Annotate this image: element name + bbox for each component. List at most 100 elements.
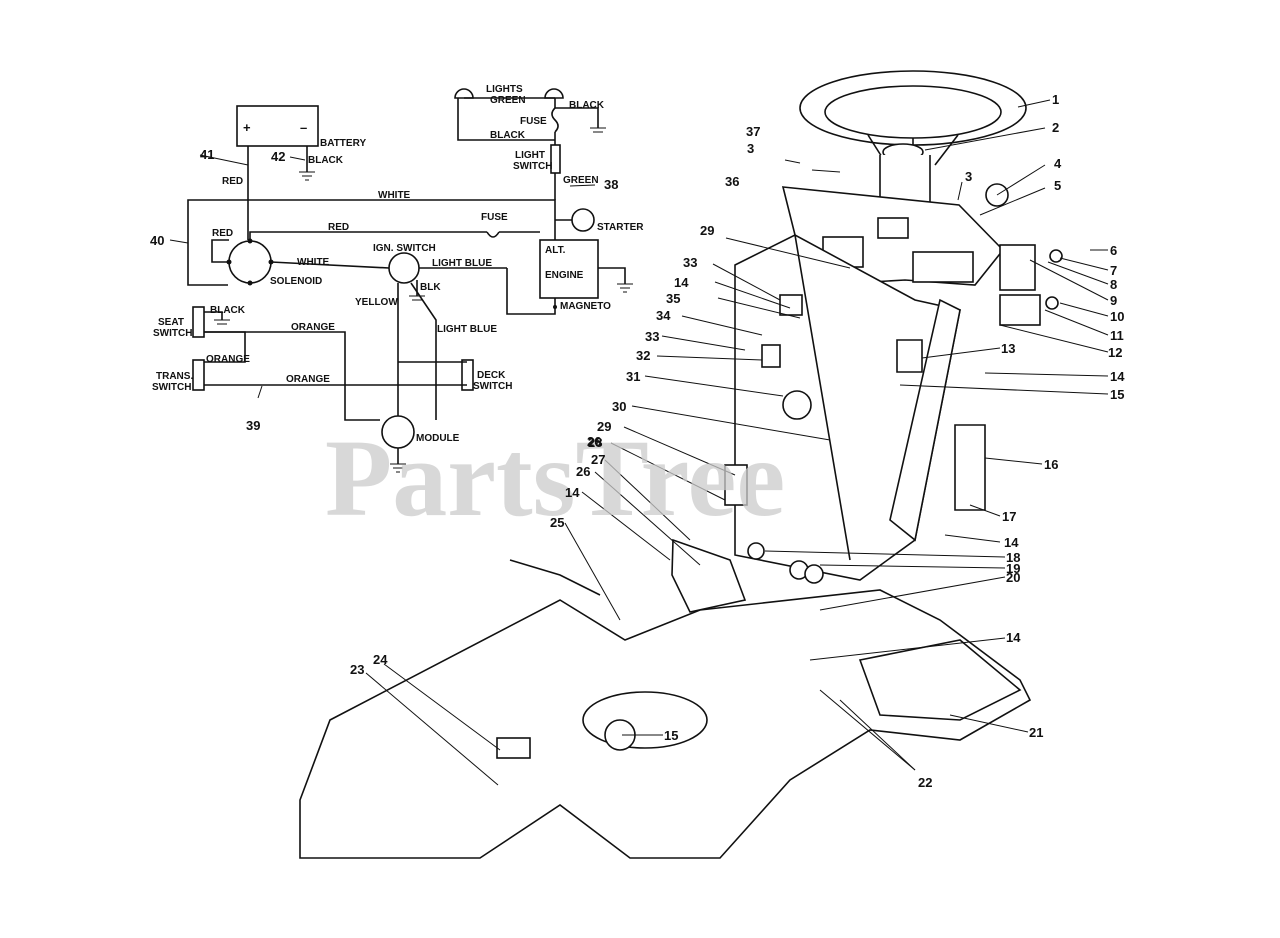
callouts: 1 2 37 3 4 3 36 5 29 6 33 7 14 8 35 9 34… xyxy=(150,92,1125,790)
ign-switch-label: IGN. SWITCH xyxy=(373,243,436,254)
wire-black-seat: BLACK xyxy=(210,305,246,316)
control-knob[interactable] xyxy=(779,294,803,316)
alt-label: ALT. xyxy=(545,245,566,256)
callout-14c: 14 xyxy=(565,485,580,500)
lights-label: LIGHTS xyxy=(486,84,523,95)
callout-9: 9 xyxy=(1110,293,1117,308)
battery-plus: + xyxy=(243,120,251,135)
callout-7: 7 xyxy=(1110,263,1117,278)
wiring-schematic: + – BATTERY BLACK RED WHITE SOLENOID RED… xyxy=(152,84,644,473)
solenoid-label: SOLENOID xyxy=(270,276,322,287)
callout-37: 37 xyxy=(746,124,760,139)
wire-red-2: RED xyxy=(212,228,233,239)
leader-lines xyxy=(169,99,1109,786)
callout-23: 23 xyxy=(350,662,364,677)
callout-26a: 26 xyxy=(576,464,590,479)
wire-blk: BLK xyxy=(420,282,441,293)
trans-switch-symbol xyxy=(192,359,205,391)
callout-41: 41 xyxy=(200,147,214,162)
battery-label: BATTERY xyxy=(320,138,366,149)
starter-symbol xyxy=(571,208,595,232)
seat-switch-symbol xyxy=(192,306,205,338)
callout-22: 22 xyxy=(918,775,932,790)
callout-35: 35 xyxy=(666,291,680,306)
deck-switch-symbol xyxy=(461,359,474,391)
wire-green-switch: GREEN xyxy=(563,175,599,186)
module-label: MODULE xyxy=(416,433,460,444)
ign-switch-symbol xyxy=(388,252,420,284)
callout-33b: 33 xyxy=(645,329,659,344)
callout-14a: 14 xyxy=(674,275,689,290)
wire-black-battery: BLACK xyxy=(308,155,344,166)
wire-black-lights-2: BLACK xyxy=(569,100,605,111)
wire-white-top: WHITE xyxy=(378,190,411,201)
callout-25: 25 xyxy=(550,515,564,530)
solenoid-symbol xyxy=(228,240,272,284)
deck-switch-label-2: SWITCH xyxy=(473,381,512,392)
callout-31: 31 xyxy=(626,369,640,384)
wire-light-blue-1: LIGHT BLUE xyxy=(432,258,492,269)
callout-29a: 29 xyxy=(700,223,714,238)
callout-6: 6 xyxy=(1110,243,1117,258)
wire-white-solenoid: WHITE xyxy=(297,257,330,268)
callout-3a: 3 xyxy=(747,141,754,156)
watermark: PartsTree xyxy=(325,417,785,539)
callout-16: 16 xyxy=(1044,457,1058,472)
callout-28: 28 xyxy=(588,435,602,450)
wire-orange-3: ORANGE xyxy=(286,374,330,385)
callout-27: 27 xyxy=(591,452,605,467)
callout-1: 1 xyxy=(1052,92,1059,107)
callout-32: 32 xyxy=(636,348,650,363)
callout-2: 2 xyxy=(1052,120,1059,135)
callout-10: 10 xyxy=(1110,309,1124,324)
callout-36: 36 xyxy=(725,174,739,189)
callout-3b: 3 xyxy=(965,169,972,184)
callout-29b: 29 xyxy=(597,419,611,434)
callout-5: 5 xyxy=(1054,178,1061,193)
callout-15a: 15 xyxy=(1110,387,1124,402)
callout-30: 30 xyxy=(612,399,626,414)
seat-switch-label-1: SEAT xyxy=(158,317,184,328)
callout-4: 4 xyxy=(1054,156,1062,171)
callout-8: 8 xyxy=(1110,277,1117,292)
engine-box xyxy=(539,239,599,299)
callout-12: 12 xyxy=(1108,345,1122,360)
callout-15b: 15 xyxy=(664,728,678,743)
callout-21: 21 xyxy=(1029,725,1043,740)
wire-green-lights: GREEN xyxy=(490,95,526,106)
callout-14b: 14 xyxy=(1110,369,1125,384)
battery-minus: – xyxy=(300,120,307,135)
wire-black-lights: BLACK xyxy=(490,130,526,141)
engine-label: ENGINE xyxy=(545,270,584,281)
callout-33a: 33 xyxy=(683,255,697,270)
wire-orange-1: ORANGE xyxy=(291,322,335,333)
callout-39: 39 xyxy=(246,418,260,433)
wire-light-blue-2: LIGHT BLUE xyxy=(437,324,497,335)
callout-11: 11 xyxy=(1110,328,1124,343)
battery-symbol xyxy=(236,105,319,147)
callout-42: 42 xyxy=(271,149,285,164)
trans-switch-label-2: SWITCH xyxy=(152,382,191,393)
trans-switch-label-1: TRANS. xyxy=(156,371,193,382)
light-switch-label-2: SWITCH xyxy=(513,161,552,172)
callout-34: 34 xyxy=(656,308,671,323)
steering-wheel[interactable] xyxy=(799,70,1027,146)
callout-24: 24 xyxy=(373,652,388,667)
wire-red-3: RED xyxy=(328,222,349,233)
fuse-label-2: FUSE xyxy=(481,212,508,223)
wire-orange-2: ORANGE xyxy=(206,354,250,365)
magneto-label: MAGNETO xyxy=(560,301,611,312)
callout-14d: 14 xyxy=(1004,535,1019,550)
callout-18: 18 xyxy=(1006,550,1020,565)
deck-switch-label-1: DECK xyxy=(477,370,506,381)
light-switch-label-1: LIGHT xyxy=(515,150,545,161)
seat-switch-label-2: SWITCH xyxy=(153,328,192,339)
wire-red-1: RED xyxy=(222,176,243,187)
exploded-view xyxy=(169,70,1109,859)
callout-17: 17 xyxy=(1002,509,1016,524)
callout-26b: 26 xyxy=(587,434,601,449)
starter-label: STARTER xyxy=(597,222,644,233)
fuse-label-1: FUSE xyxy=(520,116,547,127)
callout-40: 40 xyxy=(150,233,164,248)
